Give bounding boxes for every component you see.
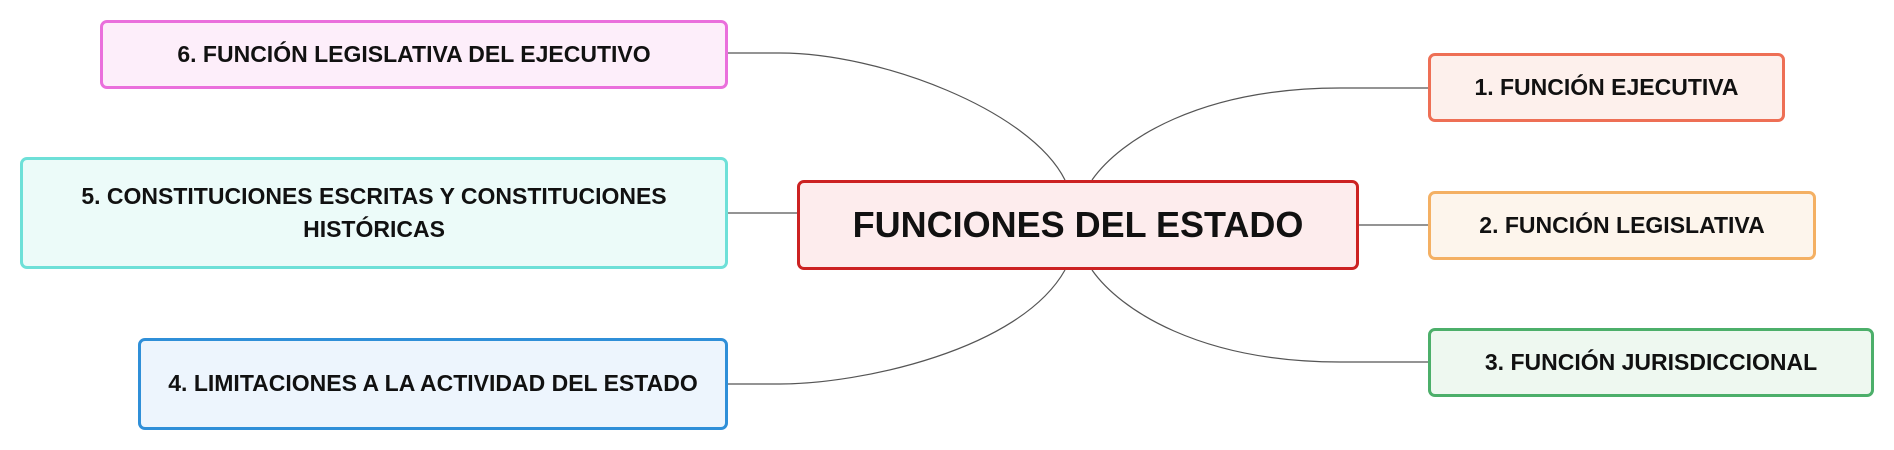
branch-funcion-ejecutiva[interactable]: 1. FUNCIÓN EJECUTIVA [1428,53,1785,122]
connector-central-to-b3 [1091,269,1428,363]
branch-label: 2. FUNCIÓN LEGISLATIVA [1479,211,1765,238]
branch-funcion-jurisdiccional[interactable]: 3. FUNCIÓN JURISDICCIONAL [1428,328,1874,397]
connector-central-to-b1 [1091,87,1428,181]
central-topic-label: FUNCIONES DEL ESTADO [852,203,1304,245]
central-topic[interactable]: FUNCIONES DEL ESTADO [797,180,1359,270]
branch-label: 1. FUNCIÓN EJECUTIVA [1474,73,1739,100]
connector-central-to-b4 [728,269,1066,385]
branch-label: 6. FUNCIÓN LEGISLATIVA DEL EJECUTIVO [177,40,651,67]
connector-central-to-b6 [728,52,1066,181]
branch-funcion-legislativa[interactable]: 2. FUNCIÓN LEGISLATIVA [1428,191,1816,260]
branch-label: 5. CONSTITUCIONES ESCRITAS Y CONSTITUCIO… [81,182,667,242]
branch-limitaciones-actividad-estado[interactable]: 4. LIMITACIONES A LA ACTIVIDAD DEL ESTAD… [138,338,728,430]
branch-constituciones[interactable]: 5. CONSTITUCIONES ESCRITAS Y CONSTITUCIO… [20,157,728,269]
branch-funcion-legislativa-ejecutivo[interactable]: 6. FUNCIÓN LEGISLATIVA DEL EJECUTIVO [100,20,728,89]
branch-label: 3. FUNCIÓN JURISDICCIONAL [1484,348,1818,375]
branch-label: 4. LIMITACIONES A LA ACTIVIDAD DEL ESTAD… [168,370,698,397]
